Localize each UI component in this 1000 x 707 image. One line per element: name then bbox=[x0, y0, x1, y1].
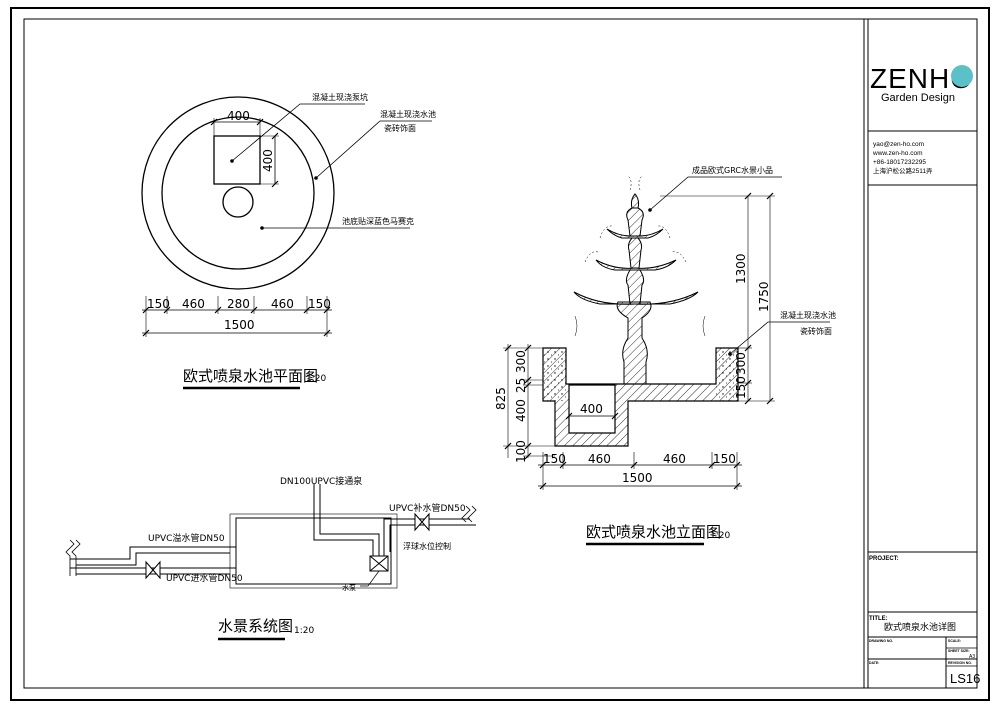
plan-view: 400 400 混凝土现浇泵坑 混凝土现浇水池 瓷砖饰面 池底贴深蓝色马赛克 bbox=[141, 92, 436, 390]
elevation-dim-150-right: 150 bbox=[734, 376, 748, 399]
elevation-dim-d: 150 bbox=[713, 452, 736, 466]
plan-dim-top: 400 bbox=[227, 109, 250, 123]
elevation-label-fountain: 成品欧式GRC水景小品 bbox=[692, 165, 773, 175]
plan-dim-side: 400 bbox=[261, 149, 275, 172]
elevation-dim-300-right: 300 bbox=[734, 352, 748, 375]
fountain-sculpture bbox=[573, 193, 699, 385]
plan-dim-d: 460 bbox=[271, 297, 294, 311]
water-system-view: DN100UPVC接通泉 UPVC溢水管DN50 UPVC进水管DN50 UPV… bbox=[65, 475, 477, 641]
plan-label-pump-pit: 混凝土现浇泵坑 bbox=[312, 92, 368, 102]
elevation-dim-b: 460 bbox=[588, 452, 611, 466]
inner-frame bbox=[23, 18, 978, 689]
drawing-no-label: DRAWING NO. bbox=[869, 639, 893, 643]
plan-dim-b: 460 bbox=[182, 297, 205, 311]
logo-dot-icon bbox=[951, 65, 973, 87]
sheet-size-label: SHEET SIZE: bbox=[948, 649, 970, 653]
elevation-dim-a: 150 bbox=[543, 452, 566, 466]
plan-dim-c: 280 bbox=[227, 297, 250, 311]
ws-label-pump: 水泵 bbox=[342, 583, 356, 592]
plan-title: 欧式喷泉水池平面图 bbox=[183, 367, 318, 385]
contact-address: 上海沪松公路2511弄 bbox=[873, 166, 933, 175]
elevation-dim-400-left: 400 bbox=[514, 399, 528, 422]
plan-dim-a: 150 bbox=[147, 297, 170, 311]
revision-label: REVISION NO. bbox=[948, 661, 972, 665]
title-block: ZENHO Garden Design yao@zen-ho.com www.z… bbox=[863, 19, 980, 688]
pump-icon bbox=[369, 555, 389, 572]
elevation-label-wall-1: 混凝土现浇水池 bbox=[780, 310, 836, 320]
plan-label-wall-2: 瓷砖饰面 bbox=[384, 123, 416, 133]
elevation-dim-c: 460 bbox=[663, 452, 686, 466]
ws-title: 水景系统图 bbox=[218, 617, 293, 635]
ws-label-float: 浮球水位控制 bbox=[403, 541, 451, 551]
plan-label-bottom: 池底贴深蓝色马赛克 bbox=[342, 216, 414, 226]
elevation-dim-100: 100 bbox=[514, 440, 528, 463]
ws-label-makeup: UPVC补水管DN50 bbox=[389, 502, 466, 514]
valve-icon bbox=[145, 512, 430, 580]
date-label: DATE: bbox=[869, 661, 879, 665]
plan-dim-e: 150 bbox=[308, 297, 331, 311]
ws-label-overflow: UPVC溢水管DN50 bbox=[148, 532, 225, 544]
plan-outer-circle bbox=[141, 96, 335, 290]
elevation-label-wall-2: 瓷砖饰面 bbox=[800, 326, 832, 336]
elevation-dim-25: 25 bbox=[514, 378, 528, 393]
elevation-title: 欧式喷泉水池立面图 bbox=[586, 523, 721, 541]
elevation-dim-1750: 1750 bbox=[757, 281, 771, 312]
plan-center-hole bbox=[222, 186, 254, 218]
elevation-dim-300-left: 300 bbox=[514, 350, 528, 373]
ws-scale: 1:20 bbox=[294, 626, 314, 636]
ws-label-inlet: UPVC进水管DN50 bbox=[166, 572, 243, 584]
elevation-dim-pit: 400 bbox=[580, 402, 603, 416]
sheet-number: LS16 bbox=[950, 671, 980, 686]
plan-pump-pit bbox=[213, 135, 261, 185]
elevation-scale: 1:20 bbox=[710, 531, 730, 541]
sheet-size: A3 bbox=[969, 654, 975, 660]
ws-label-dn100: DN100UPVC接通泉 bbox=[280, 475, 362, 487]
scale-label: SCALE: bbox=[948, 639, 961, 643]
elevation-dim-total: 1500 bbox=[622, 471, 653, 485]
plan-scale: 1:20 bbox=[306, 374, 326, 384]
plan-dim-total: 1500 bbox=[224, 318, 255, 332]
contact-web: www.zen-ho.com bbox=[872, 150, 923, 157]
contact-phone: +86-18017232295 bbox=[873, 159, 926, 166]
project-label: PROJECT: bbox=[869, 556, 899, 562]
plan-label-wall-1: 混凝土现浇水池 bbox=[380, 109, 436, 119]
plan-inner-circle bbox=[161, 116, 315, 270]
logo-subtitle: Garden Design bbox=[881, 92, 955, 104]
title-label: TITLE: bbox=[869, 616, 888, 622]
outer-border bbox=[10, 7, 990, 701]
elevation-dim-825: 825 bbox=[494, 387, 508, 410]
elevation-dim-1300: 1300 bbox=[734, 253, 748, 284]
contact-email: yao@zen-ho.com bbox=[873, 141, 924, 148]
drawing-title: 欧式喷泉水池详图 bbox=[884, 621, 956, 633]
elevation-view: 成品欧式GRC水景小品 混凝土现浇水池 瓷砖饰面 1300 1750 300 1… bbox=[494, 165, 836, 546]
